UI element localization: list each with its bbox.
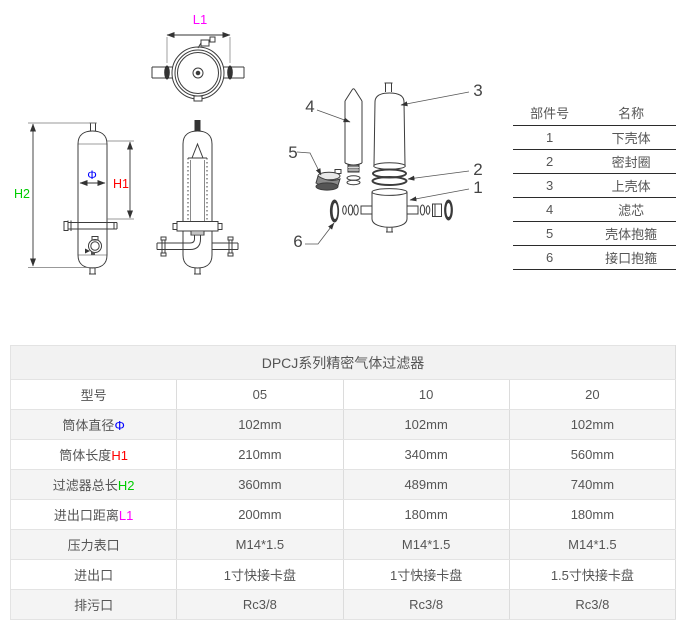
spec-value: 180mm	[508, 499, 677, 530]
callout-2: 2	[473, 160, 482, 179]
spec-row-label: 过滤器总长H2	[9, 469, 178, 500]
spec-value: M14*1.5	[176, 529, 344, 560]
part-filter-cartridge	[344, 88, 363, 186]
spec-value: Rc3/8	[508, 589, 677, 620]
spec-row-diameter: 筒体直径Φ 102mm 102mm 102mm	[9, 409, 677, 440]
spec-table-title-row: DPCJ系列精密气体过滤器	[10, 345, 676, 380]
spec-row-total-length: 过滤器总长H2 360mm 489mm 740mm	[9, 469, 677, 500]
spec-row-gauge-port: 压力表口 M14*1.5 M14*1.5 M14*1.5	[9, 529, 677, 560]
parts-header-name: 名称	[586, 100, 676, 126]
spec-header-model: 20	[508, 379, 677, 410]
spec-value: 1寸快接卡盘	[176, 559, 344, 590]
parts-table-row: 1 下壳体	[513, 125, 676, 150]
spec-value: Rc3/8	[176, 589, 344, 620]
spec-row-label: 进出口	[9, 559, 178, 590]
dim-label-phi: Φ	[87, 168, 97, 182]
spec-value: 180mm	[342, 499, 510, 530]
spec-value: M14*1.5	[342, 529, 510, 560]
spec-table-title: DPCJ系列精密气体过滤器	[10, 345, 676, 380]
spec-value: 200mm	[176, 499, 344, 530]
callout-4: 4	[305, 97, 314, 116]
dim-ref-h1: H1	[111, 448, 128, 463]
spec-value: 360mm	[176, 469, 344, 500]
spec-value: 340mm	[342, 439, 510, 470]
spec-row-drain-port: 排污口 Rc3/8 Rc3/8 Rc3/8	[9, 589, 677, 620]
parts-table-row: 3 上壳体	[513, 173, 676, 198]
parts-table-row: 2 密封圈	[513, 149, 676, 174]
spec-value: M14*1.5	[508, 529, 677, 560]
spec-value: 102mm	[342, 409, 510, 440]
parts-table-row: 5 壳体抱箍	[513, 221, 676, 246]
spec-value: 1寸快接卡盘	[342, 559, 510, 590]
spec-row-body-length: 筒体长度H1 210mm 340mm 560mm	[9, 439, 677, 470]
dim-label-h1: H1	[113, 177, 129, 191]
part-lower-shell	[360, 188, 419, 233]
spec-header-model: 10	[342, 379, 510, 410]
part-no: 4	[513, 197, 587, 222]
spec-table-header-row: 型号 05 10 20	[9, 379, 677, 410]
part-no: 3	[513, 173, 587, 198]
top-view-drawing: L1	[151, 12, 245, 102]
spec-value: 489mm	[342, 469, 510, 500]
dim-ref-h2: H2	[117, 478, 135, 493]
spec-row-label: 筒体长度H1	[9, 439, 178, 470]
spec-value: 102mm	[508, 409, 677, 440]
parts-table-header: 部件号 名称	[513, 100, 676, 126]
spec-value: 560mm	[508, 439, 677, 470]
part-name: 下壳体	[586, 125, 676, 150]
spec-value: Rc3/8	[342, 589, 510, 620]
part-name: 上壳体	[586, 173, 676, 198]
exploded-view-drawing: 4 3 5 2 1 6	[288, 81, 482, 251]
spec-header-label: 型号	[9, 379, 178, 410]
side-view-drawing: H2 Φ H1	[14, 122, 134, 275]
part-port-fittings-left	[329, 199, 359, 223]
dim-label-h2: H2	[14, 187, 30, 201]
parts-header-no: 部件号	[513, 100, 587, 126]
spec-row-label: 压力表口	[9, 529, 178, 560]
parts-table-row: 6 接口抱箍	[513, 245, 676, 270]
spec-table: DPCJ系列精密气体过滤器 型号 05 10 20 筒体直径Φ 102mm 10…	[9, 345, 677, 620]
spec-value: 102mm	[176, 409, 344, 440]
dim-ref-phi: Φ	[114, 418, 125, 433]
part-seal-rings	[371, 168, 408, 186]
callout-1: 1	[473, 178, 482, 197]
part-port-fittings-right	[419, 199, 453, 221]
part-name: 滤芯	[586, 197, 676, 222]
spec-value: 210mm	[176, 439, 344, 470]
dim-ref-l1: L1	[118, 508, 134, 523]
part-no: 5	[513, 221, 587, 246]
spec-row-label: 进出口距离L1	[9, 499, 178, 530]
part-no: 6	[513, 245, 587, 270]
spec-row-port-distance: 进出口距离L1 200mm 180mm 180mm	[9, 499, 677, 530]
callout-6: 6	[293, 232, 302, 251]
part-no: 1	[513, 125, 587, 150]
part-name: 密封圈	[586, 149, 676, 174]
callout-5: 5	[288, 143, 297, 162]
spec-row-label: 筒体直径Φ	[9, 409, 178, 440]
part-upper-shell	[373, 82, 406, 170]
parts-table: 部件号 名称 1 下壳体 2 密封圈 3 上壳体 4 滤芯 5 壳体抱箍	[513, 100, 676, 270]
part-name: 接口抱箍	[586, 245, 676, 270]
front-view-drawing	[156, 120, 239, 275]
part-no: 2	[513, 149, 587, 174]
part-name: 壳体抱箍	[586, 221, 676, 246]
dim-label-l1: L1	[193, 12, 207, 27]
callout-3: 3	[473, 81, 482, 100]
spec-row-label: 排污口	[9, 589, 178, 620]
spec-row-inlet-outlet: 进出口 1寸快接卡盘 1寸快接卡盘 1.5寸快接卡盘	[9, 559, 677, 590]
spec-header-model: 05	[176, 379, 344, 410]
spec-value: 740mm	[508, 469, 677, 500]
spec-value: 1.5寸快接卡盘	[508, 559, 677, 590]
parts-table-row: 4 滤芯	[513, 197, 676, 222]
part-shell-clamp	[315, 169, 342, 191]
